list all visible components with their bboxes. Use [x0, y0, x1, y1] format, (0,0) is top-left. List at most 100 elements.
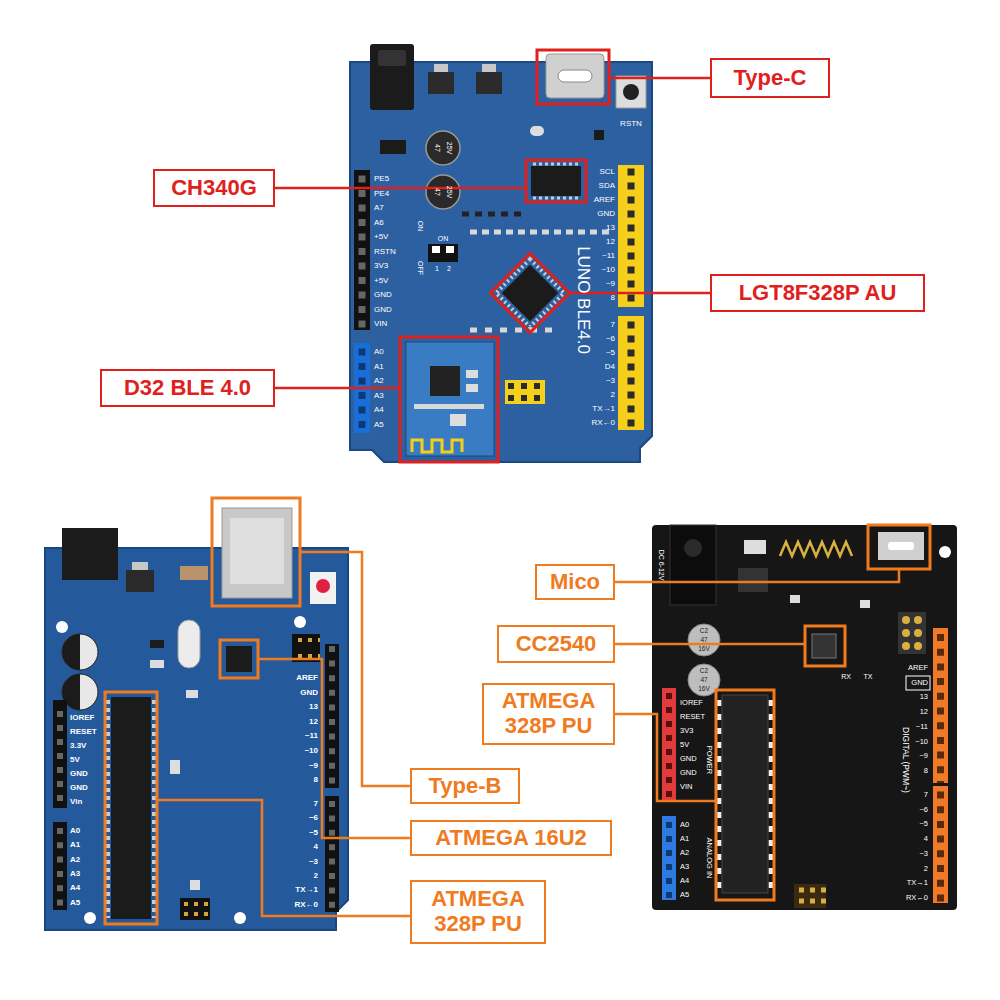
- pin-label: TX→1: [592, 405, 615, 413]
- nano-ble-board: [662, 816, 676, 900]
- nano-ble-board: [666, 693, 672, 800]
- jack-label: DC 6-12V: [658, 550, 665, 581]
- luno-board: [546, 54, 604, 98]
- capacitor-label: 16V: [698, 646, 710, 653]
- luno-board: [533, 197, 580, 200]
- uno-board: [126, 570, 154, 592]
- nano-ble-board: [914, 629, 922, 637]
- part-highlight: [220, 640, 258, 678]
- pin-label: 2: [611, 391, 615, 399]
- nano-ble-board: [799, 888, 826, 893]
- callout-box: CC2540: [497, 625, 615, 663]
- pin-label: 13: [309, 703, 318, 711]
- luno-board: [354, 170, 370, 330]
- capacitor-label: 16V: [698, 686, 710, 693]
- led-label: TX: [864, 673, 873, 680]
- uno-board: [62, 634, 80, 670]
- luno-board: [350, 44, 652, 462]
- callout-label: CH340G: [171, 176, 257, 201]
- nano-ble-board: [722, 695, 768, 893]
- capacitor-label: 47: [434, 144, 441, 152]
- callout-label: ATMEGA 328P PU: [492, 689, 605, 738]
- luno-board: [462, 212, 522, 217]
- header-label: ANALOG IN: [705, 838, 713, 879]
- pin-label: ~5: [606, 349, 615, 357]
- pin-label: IOREF: [70, 714, 94, 722]
- uno-board: [226, 646, 252, 672]
- nano-ble-board: [898, 612, 926, 654]
- nano-ble-board: [914, 642, 922, 650]
- uno-board: [316, 579, 330, 593]
- uno-board: [150, 640, 164, 648]
- pin-label: 3V3: [374, 262, 388, 270]
- uno-board: [170, 760, 180, 774]
- uno-board: [62, 634, 98, 670]
- pin-label: A5: [374, 421, 384, 429]
- pin-label: 3.3V: [70, 742, 86, 750]
- callout-box: Type-C: [710, 58, 830, 98]
- luno-board: [594, 130, 604, 140]
- luno-board: [378, 50, 406, 66]
- uno-board: [234, 912, 246, 924]
- luno-board: [428, 72, 454, 94]
- nano-ble-board: [878, 532, 924, 560]
- pin-label: RESET: [680, 713, 705, 721]
- pin-label: 12: [309, 718, 318, 726]
- luno-board: [432, 246, 440, 253]
- pin-label: 8: [924, 767, 928, 775]
- pin-label: ~3: [919, 850, 928, 858]
- pin-label: A0: [374, 348, 384, 356]
- pin-label: 8: [611, 294, 615, 302]
- leader-line: [609, 77, 710, 80]
- luno-board: [558, 70, 592, 82]
- pin-label: A1: [70, 841, 80, 849]
- pin-label: AREF: [594, 196, 615, 204]
- luno-board: [533, 163, 580, 166]
- uno-board: [190, 880, 200, 890]
- pin-label: AREF: [908, 664, 928, 672]
- pin-label: GND: [680, 769, 697, 777]
- uno-board: [298, 638, 320, 642]
- luno-board: [623, 84, 639, 100]
- uno-board: [57, 711, 63, 808]
- board-name: LUNO BLE4.0: [575, 246, 592, 354]
- part-highlight: [716, 690, 774, 900]
- luno-board: [426, 131, 460, 165]
- pin-label: +5V: [374, 233, 388, 241]
- pin-label: RSTN: [374, 248, 396, 256]
- pin-label: A4: [680, 877, 689, 885]
- pin-label: GND: [374, 306, 392, 314]
- pin-label: A1: [680, 835, 689, 843]
- pin-label: 5V: [70, 756, 80, 764]
- leader-line: [615, 714, 716, 801]
- pin-label: GND: [597, 210, 615, 218]
- pin-label: A0: [70, 827, 80, 835]
- pin-label: 12: [606, 238, 615, 246]
- pin-label: A2: [680, 849, 689, 857]
- nano-ble-board: [738, 568, 768, 592]
- uno-board: [150, 660, 164, 668]
- uno-board: [178, 620, 200, 668]
- luno-board: [482, 64, 496, 72]
- callout-label: CC2540: [516, 632, 597, 657]
- pin-label: PE4: [374, 190, 389, 198]
- pin-label: ~3: [606, 377, 615, 385]
- leader-line: [275, 387, 400, 390]
- capacitor-label: 47: [700, 677, 707, 684]
- uno-board: [186, 690, 198, 698]
- uno-board: [53, 822, 67, 910]
- part-highlight: [400, 50, 609, 462]
- uno-board: [56, 621, 68, 633]
- luno-board: [628, 322, 635, 431]
- luno-board: [466, 370, 478, 378]
- pin-label: 13: [920, 694, 928, 702]
- uno-board: [45, 548, 348, 930]
- nano-ble-board: [860, 600, 870, 608]
- uno-board: [310, 572, 336, 604]
- luno-board: [359, 176, 366, 331]
- part-highlight: [868, 525, 930, 569]
- pin-label: 8: [314, 776, 318, 784]
- capacitor-label: C2: [700, 668, 708, 675]
- pin-label: 3V3: [680, 727, 693, 735]
